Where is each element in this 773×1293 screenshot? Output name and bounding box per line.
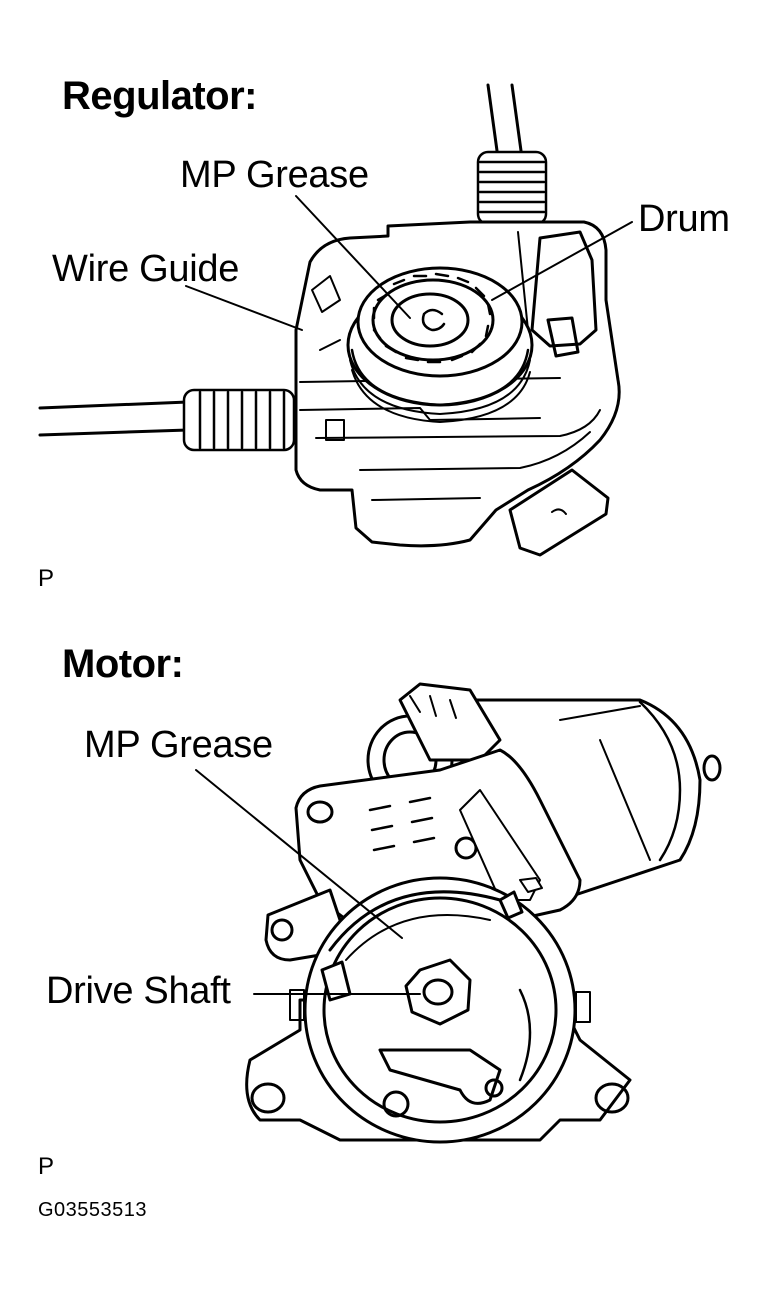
regulator-view-mark: P xyxy=(38,565,55,592)
regulator-upper-cable xyxy=(488,85,522,158)
regulator-left-cable xyxy=(40,402,188,435)
motor-gear-disc xyxy=(247,878,630,1142)
motor-connector xyxy=(400,684,500,760)
regulator-mp-grease-label: MP Grease xyxy=(180,154,369,196)
figure-code: G03553513 xyxy=(38,1199,148,1221)
regulator-drum-label: Drum xyxy=(638,198,730,240)
regulator-drum xyxy=(348,268,532,422)
motor-gear-plate xyxy=(296,750,580,930)
regulator-wire-guide-label: Wire Guide xyxy=(52,248,240,290)
motor-can xyxy=(470,700,720,900)
regulator-lower-bracket xyxy=(510,470,608,555)
motor-leader-lines xyxy=(196,770,420,994)
regulator-left-spring-boot xyxy=(184,390,294,450)
regulator-drawing xyxy=(0,0,773,620)
motor-rear-cap xyxy=(368,716,452,804)
regulator-leader-lines xyxy=(186,196,632,330)
motor-left-arm xyxy=(266,890,350,960)
motor-drive-shaft-label: Drive Shaft xyxy=(46,970,231,1012)
motor-mp-grease-label: MP Grease xyxy=(84,724,273,766)
regulator-heading: Regulator: xyxy=(62,74,258,118)
motor-view-mark: P xyxy=(38,1153,55,1180)
regulator-upper-spring-boot xyxy=(478,152,546,224)
motor-heading: Motor: xyxy=(62,642,184,686)
